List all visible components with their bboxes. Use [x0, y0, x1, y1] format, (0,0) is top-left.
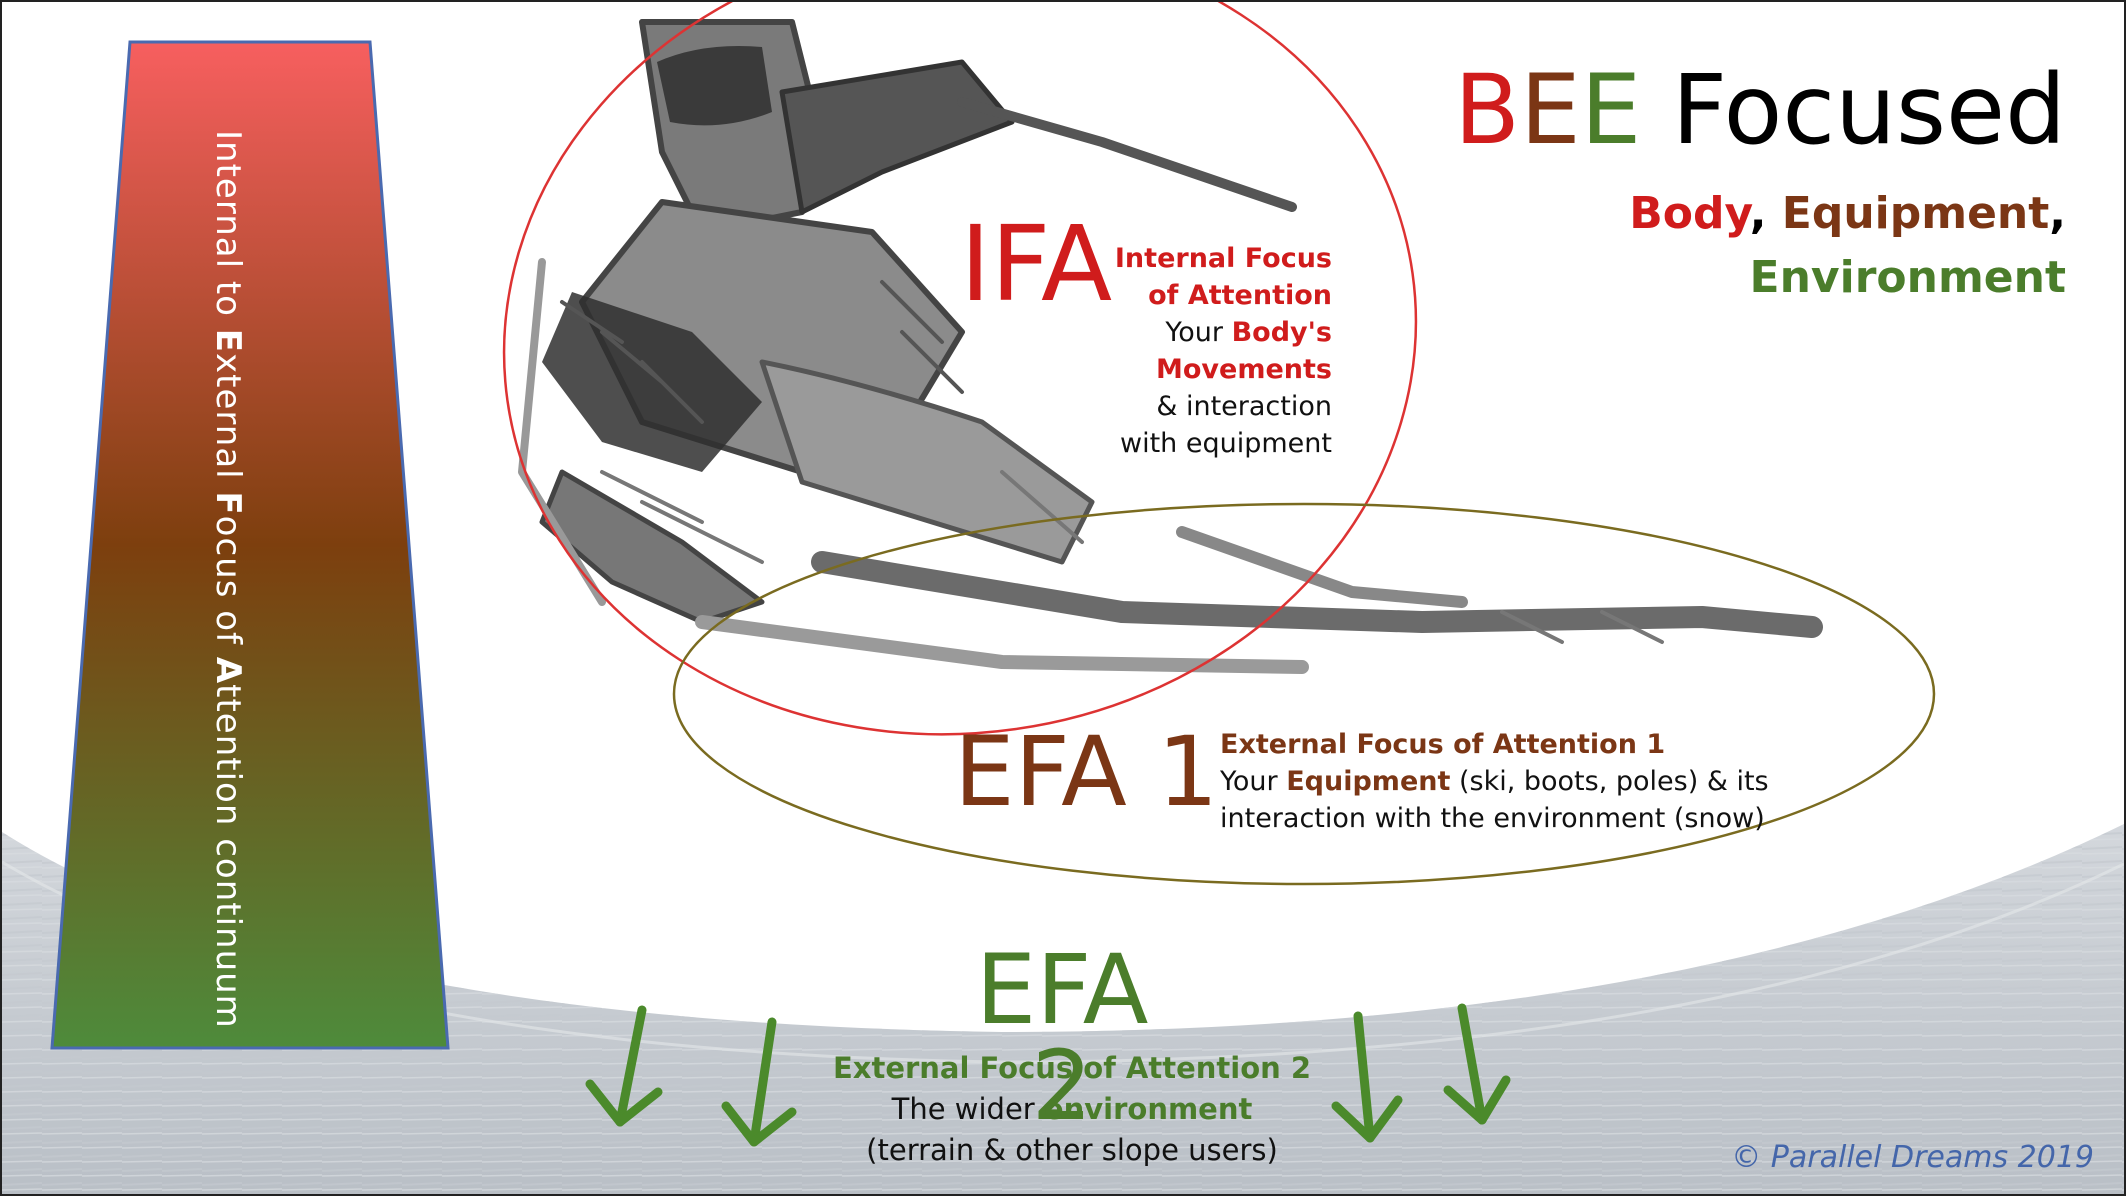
subtitle-equipment: Equipment: [1782, 188, 2050, 239]
efa1-highlight: Equipment: [1286, 766, 1450, 797]
ifa-description: Internal Focus of Attention Your Body's …: [1092, 240, 1332, 462]
efa1-label: EFA 1: [954, 724, 1218, 820]
ifa-label: IFA: [960, 212, 1112, 316]
title-rest: Focused: [1641, 54, 2066, 166]
efa2-heading: External Focus of Attention 2: [822, 1048, 1322, 1089]
continuum-text: ocus of: [208, 516, 248, 657]
continuum-text: Internal to: [208, 130, 248, 329]
title-equipment-letter: E: [1520, 54, 1581, 166]
subtitle-environment: Environment: [1750, 252, 2066, 303]
subtitle-comma: ,: [2049, 188, 2066, 239]
continuum-text: ttention continuum: [208, 684, 248, 1029]
continuum-initial: A: [208, 657, 248, 684]
ifa-heading: Internal Focus of Attention: [1092, 240, 1332, 314]
efa1-line1-prefix: Your: [1220, 766, 1286, 797]
efa2-line2: (terrain & other slope users): [822, 1130, 1322, 1171]
continuum-label: Internal to External Focus of Attention …: [202, 130, 248, 890]
efa2-line1-prefix: The wider: [892, 1092, 1044, 1126]
page-title: BEE Focused: [1454, 62, 2066, 158]
continuum-bar: [52, 42, 448, 1048]
efa1-line1-suffix: (ski, boots, poles) & its: [1450, 766, 1768, 797]
efa1-heading: External Focus of Attention 1: [1220, 726, 1780, 763]
subtitle-body: Body: [1629, 188, 1750, 239]
title-body-letter: B: [1454, 54, 1520, 166]
subtitle-comma: ,: [1750, 188, 1767, 239]
title-environment-letter: E: [1581, 54, 1642, 166]
continuum-initial: F: [208, 491, 248, 515]
copyright-notice: © Parallel Dreams 2019: [1731, 1140, 2094, 1175]
efa2-description: External Focus of Attention 2 The wider …: [822, 1048, 1322, 1171]
continuum-initial: E: [208, 329, 248, 353]
ifa-line1-prefix: Your: [1165, 317, 1231, 348]
ifa-line2: & interaction with equipment: [1092, 388, 1332, 462]
efa1-line2: interaction with the environment (snow): [1220, 800, 1780, 837]
page-subtitle: Body, Equipment, Environment: [1629, 182, 2066, 310]
efa1-description: External Focus of Attention 1 Your Equip…: [1220, 726, 1780, 837]
efa2-highlight: environment: [1044, 1092, 1252, 1126]
continuum-text: xternal: [208, 353, 248, 491]
